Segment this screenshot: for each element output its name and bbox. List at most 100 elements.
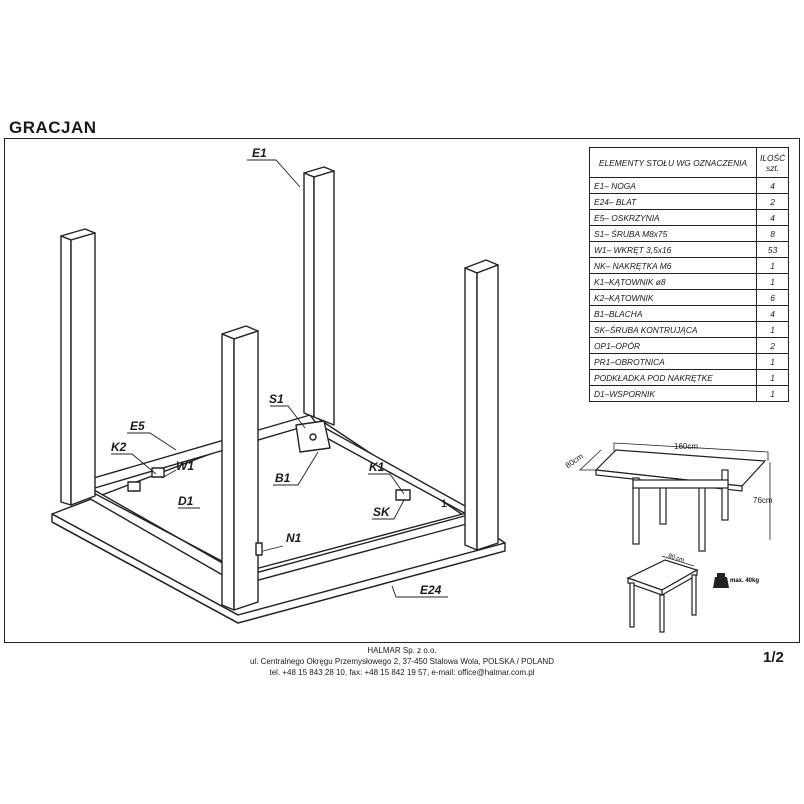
part-name: E1– NOGA [589,177,757,194]
dim-width: 80cm [564,451,585,470]
leg-front [221,333,235,611]
product-title: GRACJAN [9,118,97,137]
weight-icon [713,573,729,588]
parts-table: ELEMENTY STOŁU WG OZNACZENIA ILOŚĆ szt. … [589,147,790,402]
part-name: E5– OSKRZYNIA [589,209,757,226]
part-qty: 4 [755,177,790,194]
leader-w1 [161,469,177,479]
part-name: K2–KĄTOWNIK [589,289,757,306]
label-sk: SK [373,505,391,519]
dim-length: 160cm [674,442,698,451]
footer-address: ul. Centralnego Okręgu Przemysłowego 2, … [249,657,554,666]
part-name: D1–WSPORNIK [589,385,757,402]
bracket-k2b [127,481,141,492]
leader-e24 [391,585,448,598]
drawing-frame [4,138,800,643]
part-qty: 6 [755,289,790,306]
part-qty: 1 [755,257,790,274]
leg-front-side [233,330,259,611]
part-qty: 53 [755,241,790,258]
label-k1: K1 [369,460,385,474]
part-name: NK– NAKRĘTKA M6 [589,257,757,274]
bracket-b1-hole [309,433,317,441]
part-qty: 2 [755,337,790,354]
part-qty: 1 [755,353,790,370]
leg-left [60,235,72,506]
part-name: SK–ŚRUBA KONTRUJĄCA [589,321,757,338]
leader-n1 [262,545,284,552]
part-qty: 1 [755,369,790,386]
label-n1: N1 [286,531,302,545]
part-name: OP1–OPÓR [589,337,757,354]
part-name: S1– ŚRUBA M8x75 [589,225,757,242]
label-k2: K2 [111,440,127,454]
label-d1: D1 [178,494,194,508]
part-qty: 1 [755,273,790,290]
label-one: 1 [441,498,447,510]
part-qty: 4 [755,209,790,226]
part-name: K1–KĄTOWNIK ø8 [589,273,757,290]
part-name: B1–BLACHA [589,305,757,322]
dim-80 [579,449,602,471]
label-e5: E5 [130,419,145,433]
leg-right-side [476,264,499,551]
tabletop-edge-line [51,521,506,624]
part-qty: 1 [755,321,790,338]
small-leg-3 [691,574,697,616]
dim-160 [613,442,769,461]
part-name: PODKŁADKA POD NAKRĘTKE [589,369,757,386]
header-name: ELEMENTY STOŁU WG OZNACZENIA [589,147,757,178]
small-leg-1 [629,582,635,628]
part-name: E24– BLAT [589,193,757,210]
dim-small [661,555,695,567]
dim-height: 76cm [753,496,773,505]
label-s1: S1 [269,392,284,406]
part-name: PR1–OBROTNICA [589,353,757,370]
leg-back-side [313,170,335,426]
max-load: max. 40kg [730,578,759,584]
part-name: W1– WKRĘT 3,5x16 [589,241,757,258]
label-e24: E24 [420,583,442,597]
label-w1: W1 [176,459,194,473]
bracket-k2 [151,467,165,478]
part-qty: 1 [755,385,790,402]
leg-left-side [70,232,96,506]
footer-company: HALMAR Sp. z o.o. [367,646,437,655]
leader-e5 [127,432,177,451]
small-table-edge-r [661,568,698,597]
ext-apron [632,479,729,489]
page-number: 1/2 [763,649,784,666]
leader-sk [372,499,405,520]
part-qty: 2 [755,193,790,210]
leg-right [464,267,478,551]
leader-k1 [368,473,405,495]
leg-back [303,172,315,418]
label-e1: E1 [252,146,267,160]
footer-contact: tel. +48 15 843 28 10, fax: +48 15 842 1… [269,668,535,677]
leader-s1 [270,405,306,429]
bracket-k1 [395,489,411,501]
part-qty: 8 [755,225,790,242]
header-qty: ILOŚĆ szt. [755,147,790,178]
ext-leg-1 [632,477,640,545]
parts-table-header: ELEMENTY STOŁU WG OZNACZENIA ILOŚĆ szt. [589,147,790,178]
ext-leg-4 [721,469,729,521]
leader-b1 [273,451,319,486]
ext-leg-3 [698,483,706,552]
